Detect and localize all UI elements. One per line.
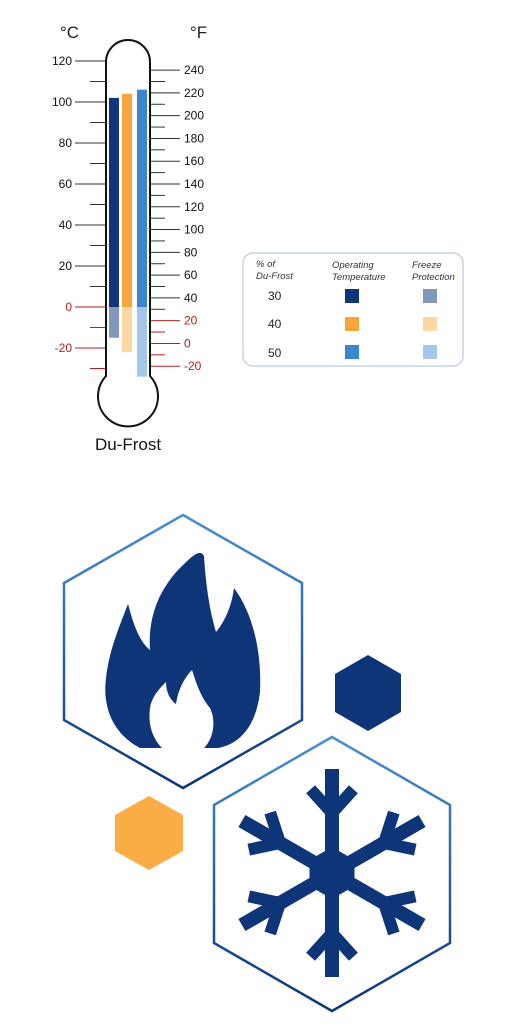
celsius-tick-label: 100 xyxy=(52,95,72,109)
temperature-bars xyxy=(109,89,147,377)
snowflake-arm-branch xyxy=(264,810,287,847)
snowflake-arm xyxy=(306,769,358,853)
legend-swatch-freeze xyxy=(423,289,437,303)
small-navy-hexagon xyxy=(335,655,401,731)
snowflake-badge xyxy=(212,735,452,1013)
fahrenheit-tick-label: 60 xyxy=(184,268,198,282)
snowflake-arm-branch xyxy=(326,785,358,819)
small-orange-hexagon xyxy=(115,796,183,870)
snowflake-icon xyxy=(238,769,426,977)
fahrenheit-tick-label: 200 xyxy=(184,109,204,123)
legend-swatches xyxy=(345,289,437,359)
snowflake-arm xyxy=(238,876,319,936)
celsius-unit-label: °C xyxy=(60,23,79,42)
celsius-axis: 120 100 80 60 40 20 0 -20 xyxy=(52,54,106,369)
fahrenheit-unit-label: °F xyxy=(190,23,207,42)
flame-badge xyxy=(62,513,304,790)
legend-swatch-freeze xyxy=(423,345,437,359)
freeze-bar-40 xyxy=(122,307,132,353)
fahrenheit-tick-label: 40 xyxy=(184,291,198,305)
legend-row-label: 30 xyxy=(268,289,282,303)
legend-row-label: 50 xyxy=(268,346,282,360)
legend-header-op-line1: Operating xyxy=(332,260,374,271)
freeze-bar-50 xyxy=(137,307,147,377)
freeze-bar-30 xyxy=(109,307,119,338)
celsius-tick-label: 80 xyxy=(59,136,73,150)
legend-swatch-operating xyxy=(345,345,359,359)
fahrenheit-tick-label: 120 xyxy=(184,200,204,214)
celsius-tick-label: 40 xyxy=(59,218,73,232)
snowflake-arm xyxy=(345,810,426,870)
flame-icon xyxy=(105,552,261,748)
legend-header-pct-line2: Du-Frost xyxy=(256,271,293,282)
snowflake-arm xyxy=(306,893,358,977)
fahrenheit-tick-label: -20 xyxy=(184,359,202,373)
fahrenheit-tick-label: 0 xyxy=(184,336,191,350)
chart-title: Du-Frost xyxy=(95,435,161,454)
snowflake-arm-branch xyxy=(306,927,338,961)
snowflake-center xyxy=(309,847,355,899)
operating-bar-40 xyxy=(122,93,132,307)
fahrenheit-tick-label: 100 xyxy=(184,223,204,237)
legend-swatch-operating xyxy=(345,317,359,331)
fahrenheit-tick-label: 140 xyxy=(184,177,204,191)
snowflake-arm-branch xyxy=(380,836,417,856)
legend: % of Du-Frost Operating Temperature Free… xyxy=(242,252,464,367)
fahrenheit-tick-label: 180 xyxy=(184,131,204,145)
snowflake-arm-branch xyxy=(377,899,400,936)
legend-header-pct-line1: % of xyxy=(256,259,276,270)
snowflake-arm xyxy=(238,810,319,870)
celsius-tick-label: -20 xyxy=(55,341,73,355)
fahrenheit-tick-label: 160 xyxy=(184,154,204,168)
celsius-tick-label: 0 xyxy=(65,300,72,314)
legend-header-fp-line1: Freeze xyxy=(412,260,442,271)
fahrenheit-tick-label: 20 xyxy=(184,314,198,328)
fahrenheit-tick-label: 240 xyxy=(184,63,204,77)
legend-header-op-line2: Temperature xyxy=(332,272,386,283)
legend-swatch-freeze xyxy=(423,317,437,331)
legend-header-fp-line2: Protection xyxy=(412,272,455,283)
fahrenheit-tick-label: 220 xyxy=(184,86,204,100)
legend-box xyxy=(242,252,464,367)
operating-bar-50 xyxy=(137,89,147,307)
legend-row-label: 40 xyxy=(268,317,282,331)
snowflake-arm-branch xyxy=(247,890,284,910)
celsius-tick-label: 60 xyxy=(59,177,73,191)
celsius-tick-label: 20 xyxy=(59,259,73,273)
snowflake-arm xyxy=(345,876,426,936)
legend-swatch-operating xyxy=(345,289,359,303)
operating-bar-30 xyxy=(109,97,119,308)
celsius-tick-label: 120 xyxy=(52,54,72,68)
fahrenheit-tick-label: 80 xyxy=(184,245,198,259)
